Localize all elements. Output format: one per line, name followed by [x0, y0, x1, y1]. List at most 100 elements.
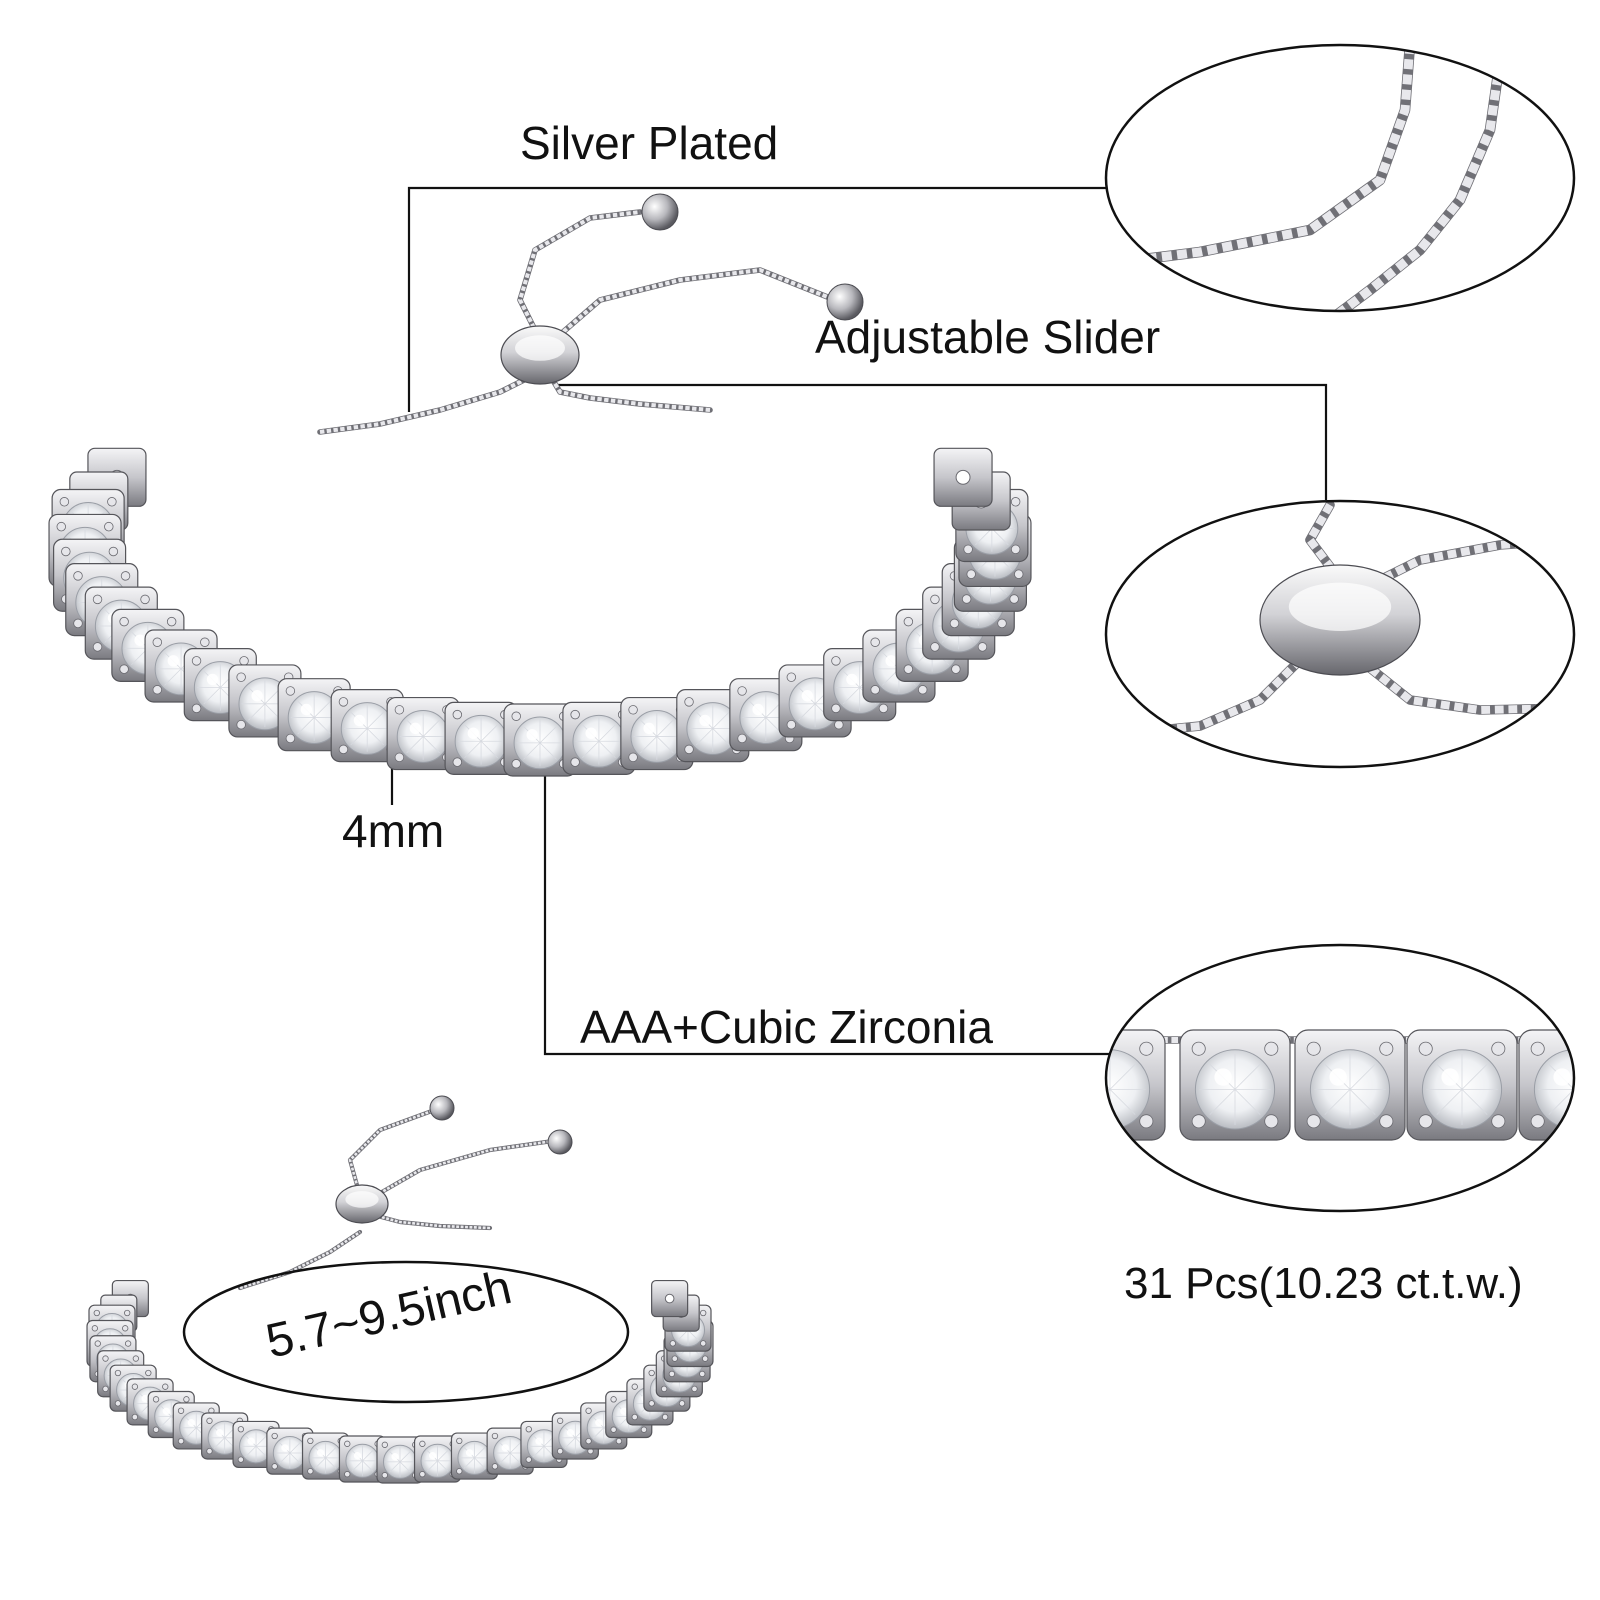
prong	[1139, 1041, 1154, 1056]
stone-highlight	[1214, 1068, 1232, 1086]
prong	[631, 1383, 638, 1390]
stone-facet	[480, 740, 498, 759]
prong	[917, 685, 928, 695]
prong	[102, 1355, 109, 1362]
box-chain-links	[348, 1106, 441, 1197]
prong	[114, 1369, 122, 1377]
prong	[556, 1448, 564, 1455]
prong	[1139, 1114, 1154, 1129]
prong	[628, 705, 638, 715]
prong	[511, 711, 521, 721]
stone-facet	[1573, 1089, 1574, 1115]
stone-highlight	[187, 1419, 195, 1427]
stone-highlight	[1106, 1068, 1107, 1086]
prong	[94, 1340, 101, 1347]
prong	[1491, 1114, 1506, 1129]
box-chain-links	[517, 210, 641, 341]
prong	[381, 1472, 388, 1479]
stone-facet	[1109, 1063, 1136, 1090]
zoom-stones-detail	[1104, 943, 1576, 1213]
leader-adjustable-slider	[556, 383, 1328, 500]
stone-setting	[1294, 1029, 1406, 1141]
prong	[1191, 1114, 1206, 1129]
prong	[1418, 1114, 1433, 1129]
stone-facet	[564, 1437, 576, 1449]
prong	[831, 703, 841, 714]
stone-setting	[1518, 1029, 1574, 1141]
stone-facet	[362, 1450, 374, 1462]
leader-cubic-zirconia	[543, 758, 1132, 1056]
prong	[615, 1437, 623, 1445]
prong	[73, 571, 83, 581]
stone-facet	[696, 728, 714, 746]
stone-facet	[362, 1460, 374, 1472]
stone-facet	[598, 740, 616, 759]
stone-facet	[1349, 1063, 1376, 1090]
label-stone-type: AAA+Cubic Zirconia	[580, 1001, 993, 1053]
prong	[1379, 1041, 1394, 1056]
stone-facet	[279, 1452, 291, 1464]
stone-facet	[1109, 1089, 1136, 1115]
stone-facet	[350, 728, 368, 746]
stone-highlight	[1553, 1068, 1571, 1086]
stone-facet	[539, 742, 557, 760]
prong	[236, 672, 246, 682]
prong	[91, 1325, 99, 1332]
box-chain-links	[1357, 656, 1571, 715]
prong	[131, 1413, 139, 1421]
slider-highlight	[345, 1191, 379, 1208]
stone-facet	[399, 1451, 411, 1463]
stone-facet	[582, 740, 600, 759]
stone-facet	[480, 724, 498, 742]
stone-facet	[289, 1442, 301, 1454]
prong	[152, 1396, 160, 1403]
prong	[132, 1355, 140, 1362]
box-chain-links	[1119, 45, 1415, 267]
prong	[669, 1340, 676, 1347]
zoom-slider-detail	[1104, 499, 1576, 769]
stone-facet	[426, 1460, 438, 1472]
prong	[737, 686, 747, 696]
prong	[140, 594, 150, 605]
prong	[131, 1383, 139, 1390]
prong	[684, 744, 694, 755]
stone-facet	[1436, 1089, 1463, 1115]
stone-highlight	[353, 1452, 362, 1460]
prong	[903, 616, 914, 627]
prong	[870, 637, 880, 647]
prong	[831, 656, 841, 666]
stone-facet	[1234, 1089, 1261, 1115]
stone-highlight	[501, 1444, 509, 1452]
stone-facet	[255, 1445, 267, 1458]
prong	[610, 1396, 617, 1403]
prong	[1530, 1114, 1545, 1129]
prong	[452, 709, 463, 720]
prong	[1306, 1114, 1321, 1129]
prong	[108, 546, 119, 557]
prong	[271, 1432, 278, 1440]
stone-facet	[325, 1457, 337, 1469]
prong	[122, 1325, 129, 1332]
prong	[344, 1440, 351, 1447]
prong	[949, 618, 960, 629]
prong	[1010, 497, 1021, 507]
stone-facet	[164, 668, 182, 686]
prong	[1264, 1114, 1279, 1129]
stone-highlight	[428, 1452, 437, 1460]
prong	[145, 1369, 152, 1377]
prong	[307, 1437, 314, 1445]
stone-facet	[185, 1427, 197, 1439]
label-stone-count: 31 Pcs(10.23 ct.t.w.)	[1124, 1259, 1523, 1308]
prong	[102, 1385, 109, 1393]
box-chain-links	[239, 1230, 361, 1290]
prong	[285, 686, 296, 696]
stone-facet	[509, 1452, 521, 1464]
prong	[1418, 1041, 1433, 1056]
prong	[456, 1437, 463, 1445]
stone-facet	[406, 736, 424, 754]
stone-facet	[656, 719, 674, 737]
stone-facet	[1324, 1089, 1351, 1115]
prong	[870, 685, 880, 695]
stone-facet	[749, 717, 767, 735]
prong	[700, 1309, 707, 1317]
